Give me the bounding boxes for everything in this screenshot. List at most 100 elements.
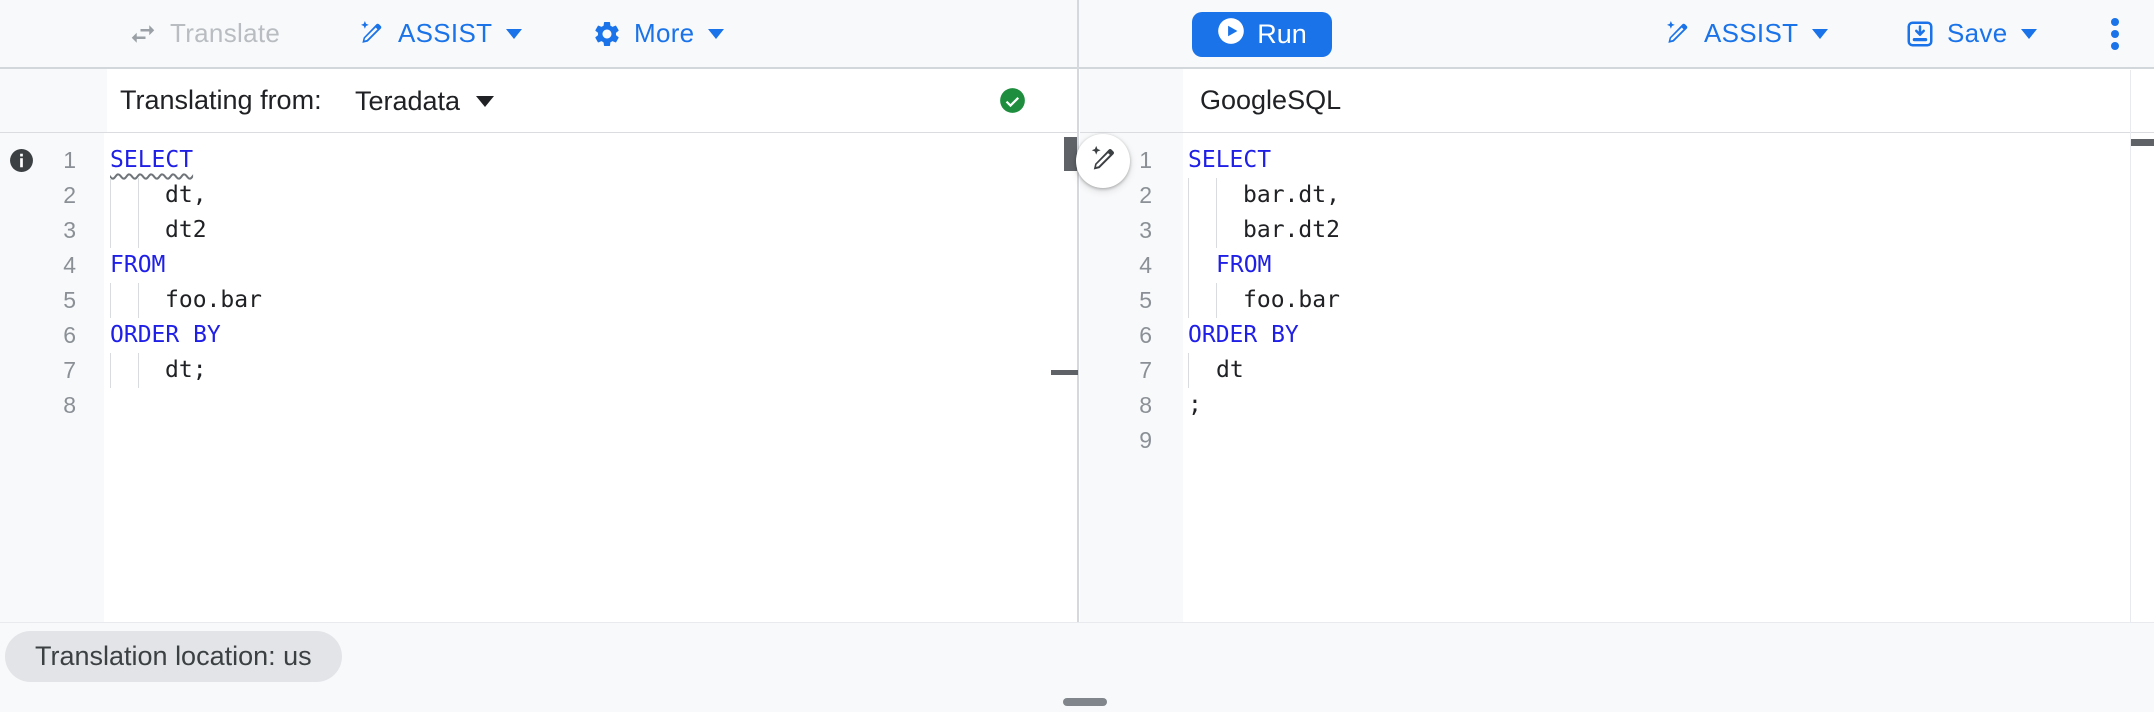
dialect-value: Teradata: [355, 85, 461, 116]
play-circle-icon: [1217, 17, 1245, 52]
code-line[interactable]: FROM: [110, 248, 1050, 283]
save-icon: [1905, 19, 1935, 49]
line-number: 9: [1139, 427, 1152, 453]
line-number: 1: [1139, 147, 1152, 173]
translate-label: Translate: [170, 18, 281, 48]
code-line[interactable]: foo.bar: [110, 283, 1050, 318]
info-icon[interactable]: [9, 148, 34, 173]
indent-guide: [110, 353, 111, 388]
sql-token: dt2: [165, 217, 207, 243]
translate-button[interactable]: Translate: [128, 0, 280, 67]
kebab-icon: [2111, 18, 2119, 26]
chevron-down-icon: [1812, 28, 1829, 39]
code-line[interactable]: ;: [1188, 388, 2118, 423]
target-pane-header: GoogleSQL: [1080, 69, 2154, 133]
more-button[interactable]: More: [592, 0, 725, 67]
line-number: 8: [1139, 392, 1152, 418]
save-label: Save: [1947, 18, 2008, 48]
source-pane-header: Translating from: Teradata: [0, 69, 1077, 133]
chevron-down-icon: [476, 95, 495, 107]
code-line[interactable]: ORDER BY: [1188, 318, 2118, 353]
code-line[interactable]: dt2: [110, 213, 1050, 248]
more-label: More: [634, 18, 695, 48]
run-button[interactable]: Run: [1192, 12, 1332, 57]
indent-guide: [1188, 178, 1189, 213]
line-number: 5: [1139, 287, 1152, 313]
indent-guide: [1216, 178, 1217, 213]
source-line-number-gutter: [0, 133, 104, 622]
code-line[interactable]: SELECT: [1188, 143, 2118, 178]
indent-guide: [1216, 213, 1217, 248]
indent-guide: [138, 283, 139, 318]
run-label: Run: [1257, 19, 1307, 49]
code-line[interactable]: ORDER BY: [110, 318, 1050, 353]
gutter-cap: [1080, 69, 1183, 132]
code-line[interactable]: dt;: [110, 353, 1050, 388]
panel-resize-handle[interactable]: [1063, 698, 1107, 706]
sql-token: dt,: [165, 182, 207, 208]
source-dialect-selector[interactable]: Teradata: [355, 77, 495, 125]
sql-token: ;: [1188, 392, 1202, 418]
pane-resize-handle[interactable]: [1051, 370, 1078, 375]
code-line[interactable]: bar.dt2: [1188, 213, 2118, 248]
indent-guide: [1188, 283, 1189, 318]
sql-keyword: SELECT: [1188, 147, 1272, 173]
sql-keyword: ORDER BY: [1188, 322, 1299, 348]
translating-from-label: Translating from:: [120, 85, 322, 115]
indent-guide: [110, 213, 111, 248]
indent-guide: [1216, 283, 1217, 318]
indent-guide: [1188, 353, 1189, 388]
line-number: 6: [63, 322, 76, 348]
target-scrollbar-track: [2130, 70, 2131, 622]
code-line[interactable]: dt: [1188, 353, 2118, 388]
ai-edit-icon: [1087, 144, 1119, 179]
assist-right-label: ASSIST: [1704, 18, 1799, 48]
sql-token: foo.bar: [165, 287, 262, 313]
indent-guide: [138, 353, 139, 388]
assist-button-right[interactable]: ASSIST: [1662, 0, 1829, 67]
line-number: 6: [1139, 322, 1152, 348]
gear-icon: [592, 19, 622, 49]
sql-keyword: FROM: [1216, 252, 1272, 278]
line-number: 2: [63, 182, 76, 208]
target-scrollbar-thumb[interactable]: [2131, 139, 2154, 146]
sql-token: bar.dt,: [1243, 182, 1340, 208]
code-line[interactable]: bar.dt,: [1188, 178, 2118, 213]
code-line[interactable]: dt,: [110, 178, 1050, 213]
indent-guide: [110, 178, 111, 213]
line-number: 7: [63, 357, 76, 383]
more-options-kebab-button[interactable]: [2098, 10, 2132, 58]
source-vertical-scrollbar-thumb[interactable]: [1064, 137, 1077, 171]
sql-keyword: SELECT: [110, 147, 194, 173]
pane-divider: [1077, 0, 1079, 622]
translation-success-badge: [999, 87, 1026, 114]
code-line[interactable]: [1188, 423, 2118, 458]
chevron-down-icon: [506, 28, 523, 39]
code-line[interactable]: FROM: [1188, 248, 2118, 283]
ai-edit-button[interactable]: [1076, 134, 1130, 188]
sql-keyword: ORDER BY: [110, 322, 221, 348]
line-number: 5: [63, 287, 76, 313]
code-line[interactable]: [110, 388, 1050, 423]
indent-guide: [1188, 248, 1189, 283]
line-number: 3: [63, 217, 76, 243]
chevron-down-icon: [708, 28, 725, 39]
assist-button-left[interactable]: ASSIST: [356, 0, 523, 67]
code-line[interactable]: SELECT: [110, 143, 1050, 178]
translation-location-chip: Translation location: us: [5, 631, 342, 682]
magic-pencil-icon: [356, 19, 386, 49]
check-circle-icon: [1005, 97, 1020, 108]
save-button[interactable]: Save: [1905, 0, 2038, 67]
indent-guide: [138, 213, 139, 248]
line-number: 2: [1139, 182, 1152, 208]
line-number: 1: [63, 147, 76, 173]
magic-pencil-icon: [1662, 19, 1692, 49]
code-line[interactable]: foo.bar: [1188, 283, 2118, 318]
assist-label: ASSIST: [398, 18, 493, 48]
target-line-number-gutter: [1080, 133, 1183, 622]
indent-guide: [1188, 213, 1189, 248]
